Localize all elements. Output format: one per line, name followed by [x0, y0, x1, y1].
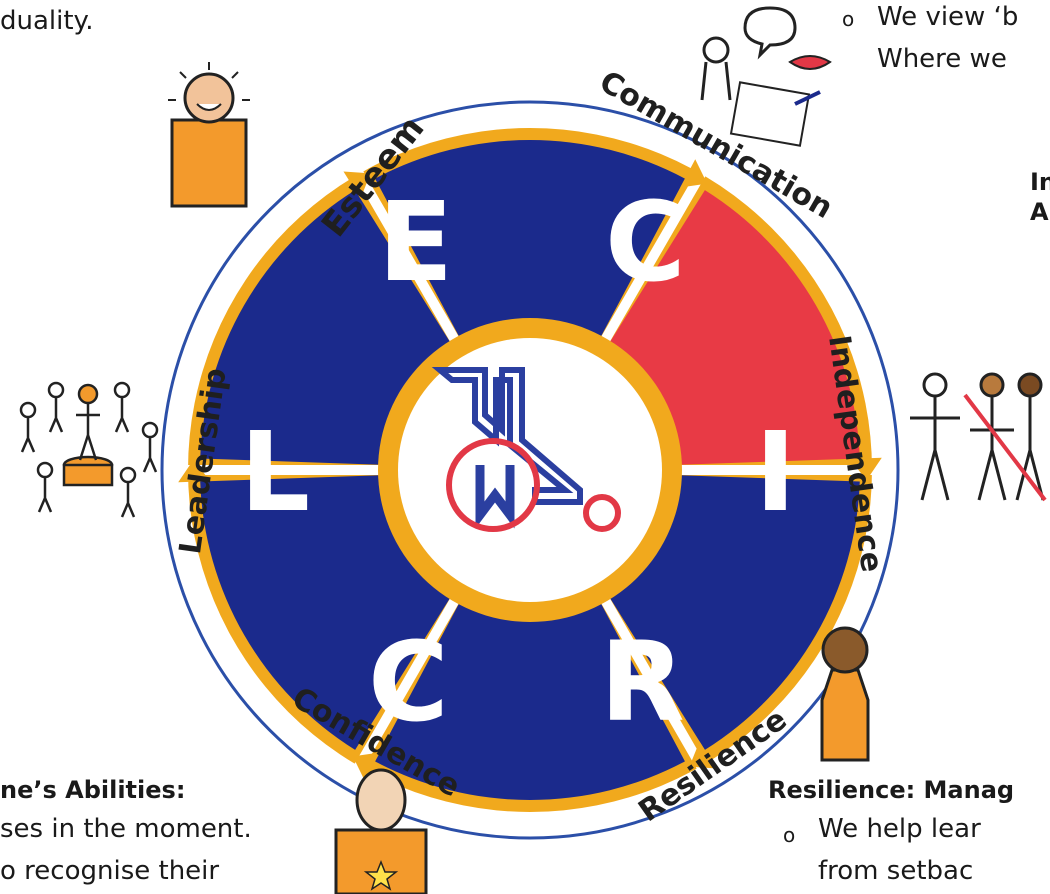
resilience-person-illustration — [820, 626, 870, 762]
right-heading-line-2: A — [1030, 198, 1049, 226]
bottom-left-line-1: ses in the moment. — [0, 814, 252, 844]
segment-separator — [353, 169, 460, 343]
segment-esteem — [375, 140, 685, 338]
segment-separator — [353, 597, 460, 771]
independence-people-illustration — [910, 372, 1047, 502]
esteem-person-illustration — [168, 62, 250, 208]
segment-independence — [609, 475, 860, 750]
communication-people-illustration — [700, 6, 832, 147]
letter-i: I — [755, 408, 796, 536]
center-disc — [398, 338, 662, 602]
ring-arrow-head — [343, 171, 371, 199]
confidence-person-illustration — [334, 768, 428, 894]
segment-resilience — [375, 602, 685, 800]
bullet-marker: o — [842, 7, 855, 31]
segment-letters: E C I R C L — [240, 178, 796, 746]
letter-c-top: C — [605, 178, 686, 306]
letter-l: L — [240, 408, 310, 536]
top-right-line-2: Where we — [877, 44, 1007, 74]
wheel-segments — [178, 140, 882, 800]
segment-separator — [600, 597, 707, 771]
letter-r: R — [600, 618, 685, 746]
top-left-text: duality. — [0, 6, 94, 36]
ring-arrow-head — [849, 457, 882, 481]
segment-communication — [609, 190, 860, 465]
segment-confidence — [200, 475, 451, 750]
top-right-line-1: We view ‘b — [877, 2, 1019, 32]
bullet-marker-2: o — [783, 823, 796, 847]
letter-c-bottom: C — [368, 618, 449, 746]
ring-arrow-head — [178, 459, 211, 483]
right-heading-line-1: In — [1030, 168, 1050, 196]
ring-arrow-head — [689, 741, 717, 769]
bottom-left-line-2: o recognise their — [0, 856, 220, 886]
segment-separator — [600, 169, 707, 343]
letter-e: E — [378, 178, 453, 306]
bottom-right-line-1: We help lear — [818, 814, 981, 844]
leadership-group-illustration — [19, 381, 159, 518]
school-logo — [431, 367, 621, 532]
ring-arrow-head — [680, 159, 708, 188]
bottom-right-line-2: from setbac — [818, 856, 974, 886]
bottom-left-heading: ne’s Abilities: — [0, 776, 186, 804]
ring-arrow-head — [352, 752, 380, 781]
bottom-right-heading: Resilience: Manag — [768, 776, 1015, 804]
segment-leadership — [200, 190, 451, 465]
